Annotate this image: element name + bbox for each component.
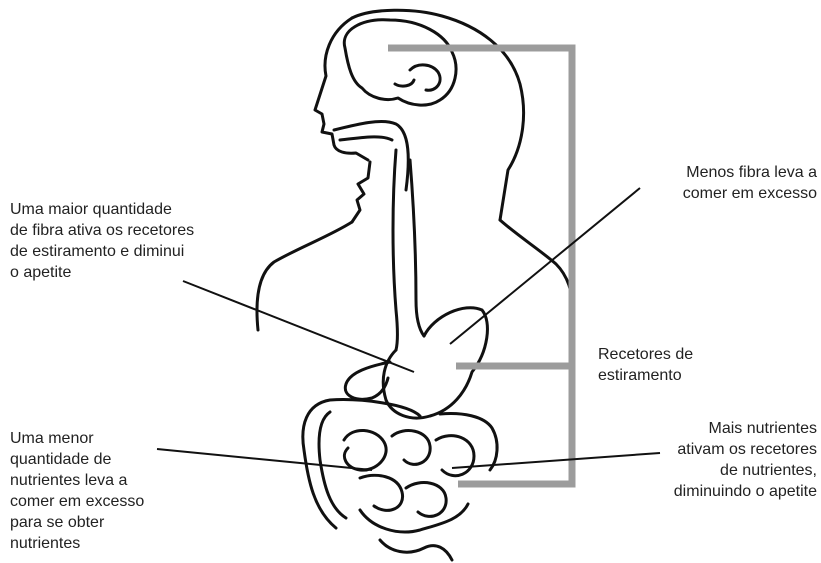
pointer-less-fiber [450,188,640,344]
neck-outline-left [352,162,370,222]
pointer-more-fiber [183,281,414,372]
label-line: quantidade de [10,449,144,470]
pointer-more-nutrients [452,453,660,468]
label-line: nutrientes [10,533,144,554]
label-line: o apetite [10,262,194,283]
label-more-nutrients: Mais nutrientes ativam os recetores de n… [674,418,817,502]
label-line: de fibra ativa os recetores [10,220,194,241]
small-intestine [344,430,474,532]
brain [344,20,456,105]
label-line: Uma menor [10,428,144,449]
label-less-nutrients: Uma menor quantidade de nutrientes leva … [10,428,144,554]
label-line: diminuindo o apetite [674,481,817,502]
label-line: ativam os recetores [674,439,817,460]
pharynx [334,122,408,190]
brain-folds [395,65,440,90]
head-outline [352,10,524,220]
shoulder-right [500,220,573,330]
large-intestine [303,400,420,528]
pharynx-inner [340,137,392,140]
label-more-fiber: Uma maior quantidade de fibra ativa os r… [10,199,194,283]
esophagus-right [410,160,424,336]
label-line: nutrientes leva a [10,470,144,491]
label-line: Mais nutrientes [674,418,817,439]
label-line: de nutrientes, [674,460,817,481]
label-line: comer em excesso [10,491,144,512]
label-line: de estiramento e diminui [10,241,194,262]
label-line: para se obter [10,512,144,533]
label-line: comer em excesso [683,183,817,204]
label-line: Recetores de [598,344,693,365]
label-less-fiber: Menos fibra leva a comer em excesso [683,162,817,204]
esophagus-left [393,150,398,350]
shoulder-left [257,222,352,330]
pointer-less-nutrients [157,449,372,470]
rectum [380,540,452,560]
label-line: estiramento [598,365,693,386]
label-line: Uma maior quantidade [10,199,194,220]
label-stretch-receptors: Recetores de estiramento [598,344,693,386]
label-line: Menos fibra leva a [683,162,817,183]
